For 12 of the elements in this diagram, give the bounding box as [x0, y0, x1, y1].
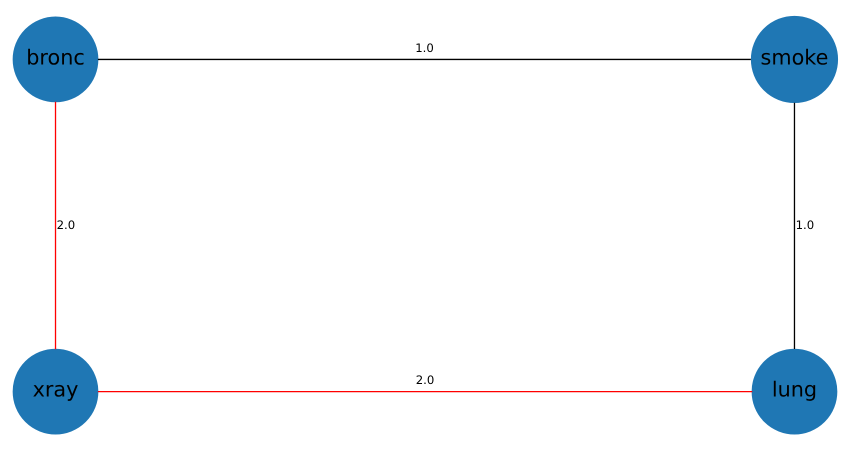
edge-label: 1.0 — [415, 40, 434, 54]
connector — [98, 390, 752, 392]
edge-label: 1.0 — [796, 217, 814, 232]
node-circle: bronc — [12, 16, 98, 102]
edge-label: 2.0 — [416, 372, 434, 387]
node-circle: lung — [752, 348, 838, 434]
connector — [794, 102, 796, 348]
node-circle: xray — [12, 348, 98, 434]
connector — [54, 101, 56, 349]
edge-label: 2.0 — [56, 217, 76, 232]
connector — [98, 58, 751, 60]
node-circle: smoke — [750, 15, 838, 102]
